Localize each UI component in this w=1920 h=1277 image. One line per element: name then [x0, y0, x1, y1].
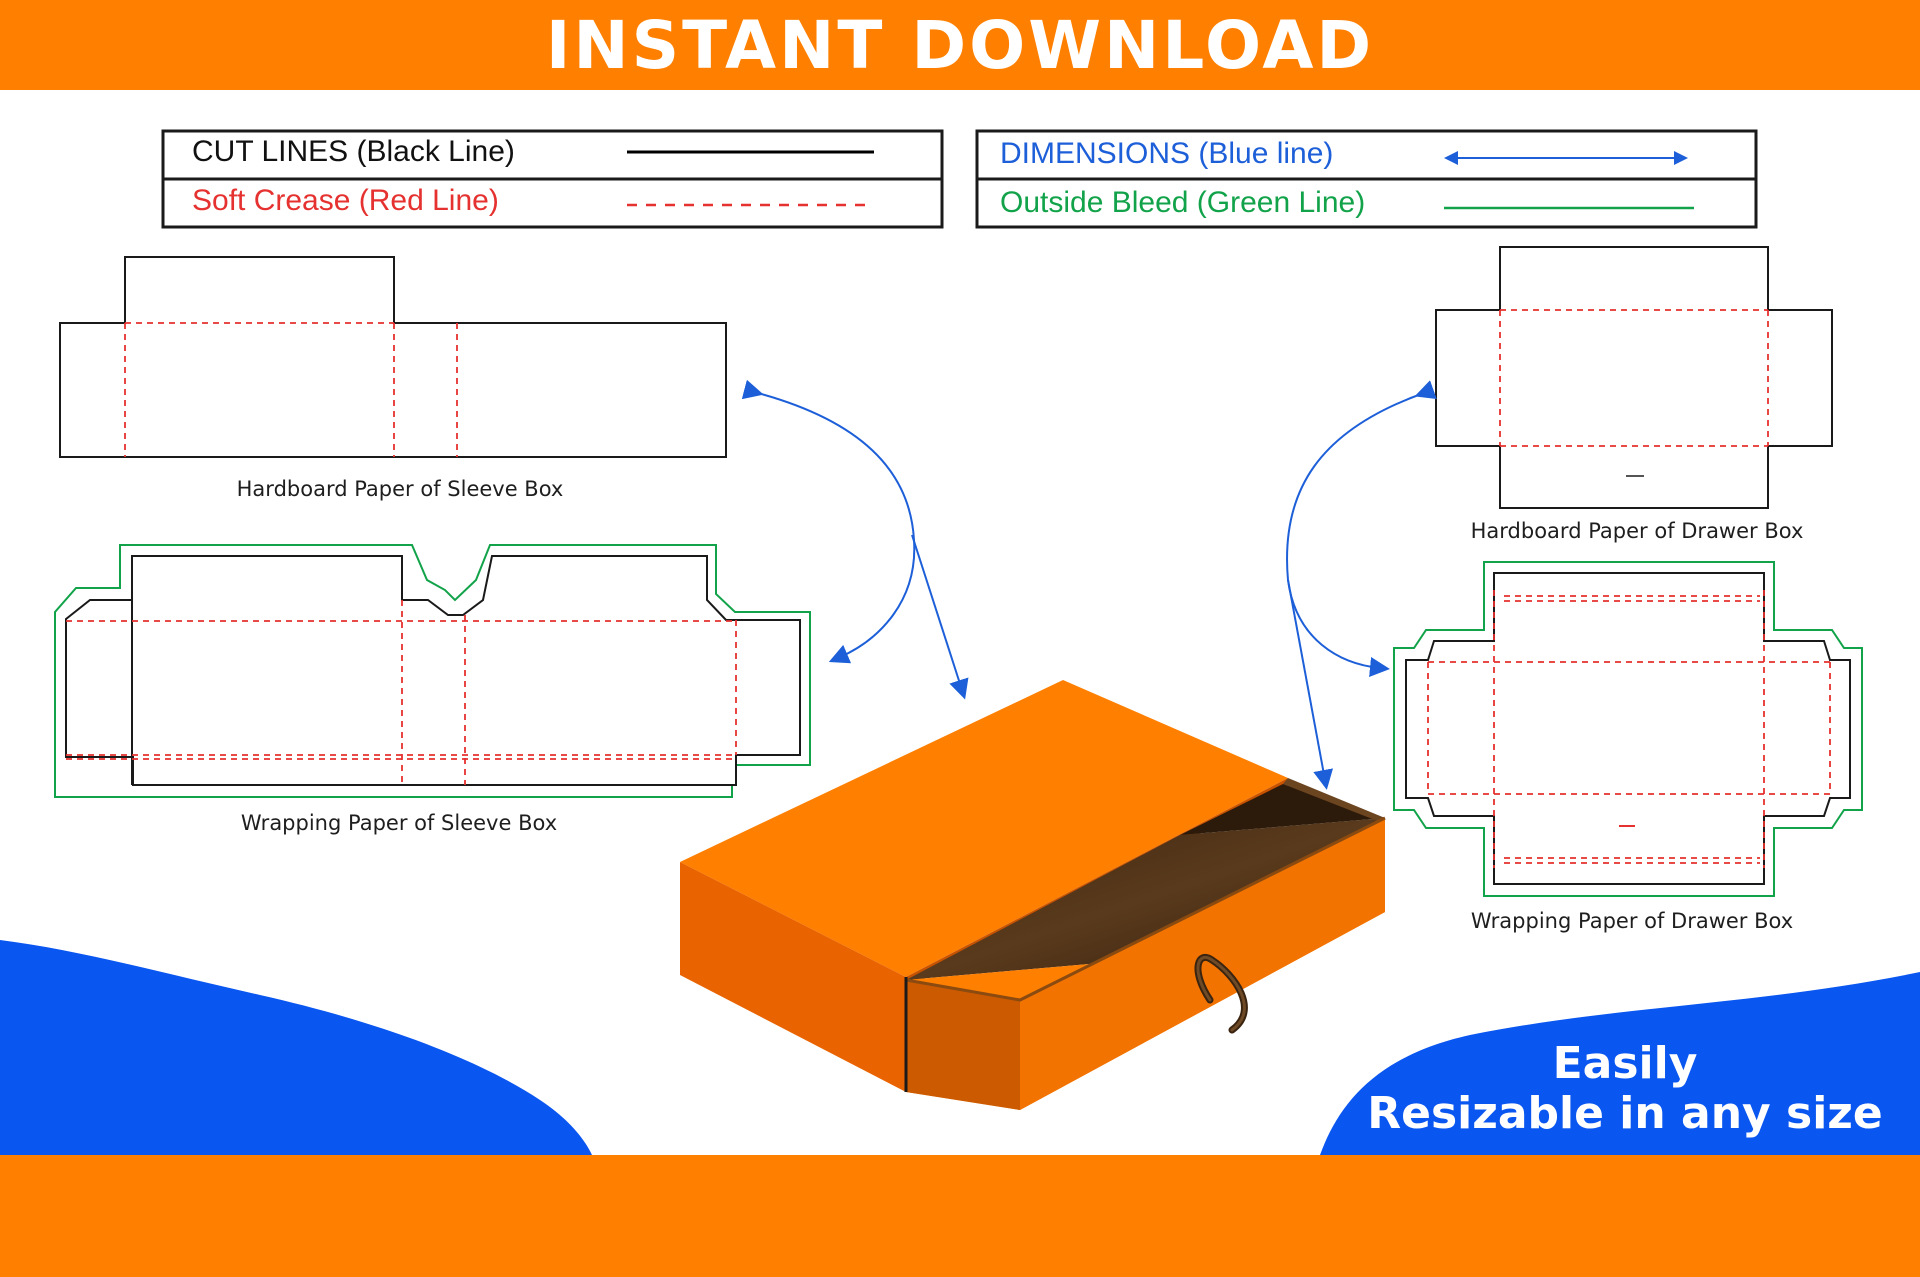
connector-arrows [741, 379, 1437, 790]
drawer-hardboard-dieline [1435, 246, 1833, 509]
legend-dimensions-label: DIMENSIONS (Blue line) [1000, 137, 1334, 170]
caption-drawer-wrapping: Wrapping Paper of Drawer Box [1470, 909, 1794, 933]
promo-line-1: Easily [1552, 1038, 1698, 1089]
caption-sleeve-hardboard: Hardboard Paper of Sleeve Box [236, 477, 564, 501]
sleeve-wrapping-dieline [54, 544, 811, 798]
left-blue-wave [0, 940, 592, 1155]
bottom-bar [0, 1155, 1920, 1277]
legend-box-left [161, 129, 944, 229]
top-banner [0, 0, 1920, 90]
promo-line-2: Resizable in any size [1367, 1088, 1883, 1139]
sleeve-hardboard-dieline [59, 256, 727, 458]
legend-outside-bleed-label: Outside Bleed (Green Line) [1000, 186, 1366, 219]
caption-sleeve-wrapping: Wrapping Paper of Sleeve Box [240, 811, 558, 835]
caption-drawer-hardboard: Hardboard Paper of Drawer Box [1470, 519, 1804, 543]
drawer-wrapping-dieline [1393, 561, 1863, 897]
legend-cut-lines-label: CUT LINES (Black Line) [192, 135, 515, 168]
legend-soft-crease-label: Soft Crease (Red Line) [192, 184, 499, 217]
banner-title: INSTANT DOWNLOAD [545, 7, 1375, 84]
right-blue-wave [1320, 972, 1920, 1155]
legend-box-right [975, 129, 1758, 229]
drawer-box-3d-illustration [680, 680, 1386, 1110]
